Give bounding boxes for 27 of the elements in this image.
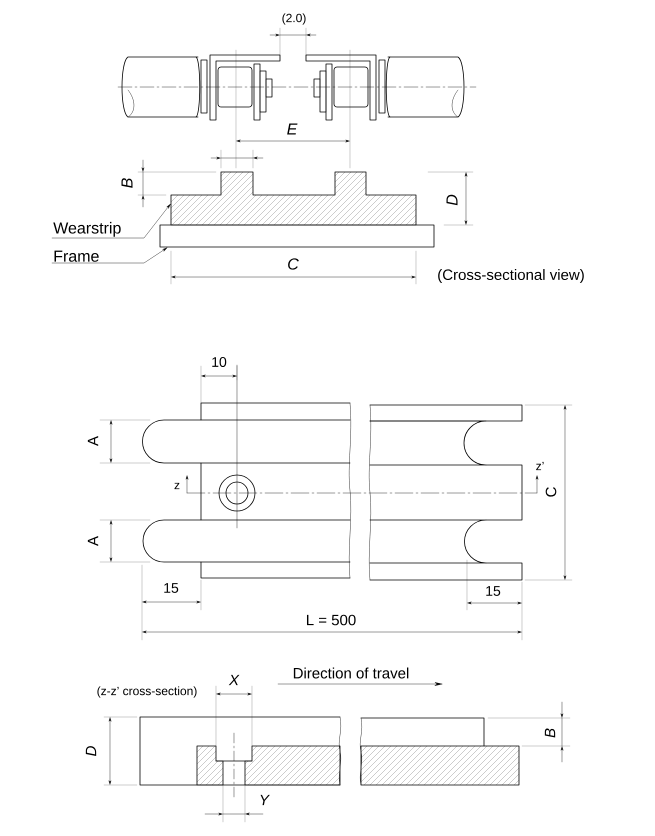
dimension-label: 15 bbox=[164, 583, 178, 593]
dimension-label: E bbox=[287, 124, 298, 134]
dimension-label: 10 bbox=[212, 357, 226, 367]
dimension-label: B bbox=[544, 728, 556, 738]
dimension-label: A bbox=[88, 536, 98, 546]
dimension-label: C bbox=[288, 258, 299, 270]
leader-line bbox=[52, 204, 170, 238]
dimension-label: X bbox=[228, 674, 240, 686]
frame-bar bbox=[160, 224, 434, 248]
part-label: Frame bbox=[54, 250, 99, 262]
dimension-label: D bbox=[446, 194, 458, 206]
part-label: Wearstrip bbox=[53, 222, 121, 237]
dimension-label: B bbox=[122, 178, 132, 188]
wearstrip-section bbox=[170, 172, 416, 226]
section-label: z bbox=[174, 482, 180, 490]
view-caption: (z-z’ cross-section) bbox=[97, 686, 197, 698]
dimension-label: 15 bbox=[486, 586, 500, 596]
section-label: z’ bbox=[536, 462, 544, 470]
leader-line bbox=[52, 248, 168, 264]
view-caption: (Cross-sectional view) bbox=[438, 269, 584, 283]
dimension-label: L = 500 bbox=[307, 614, 356, 626]
dimension-label: A bbox=[88, 436, 98, 446]
dimension-label: C bbox=[546, 487, 556, 497]
direction-label: Direction of travel bbox=[294, 668, 408, 678]
dimension-label: (2.0) bbox=[282, 13, 306, 25]
dimension-label: D bbox=[86, 746, 96, 756]
dimension-label: Y bbox=[260, 794, 270, 806]
